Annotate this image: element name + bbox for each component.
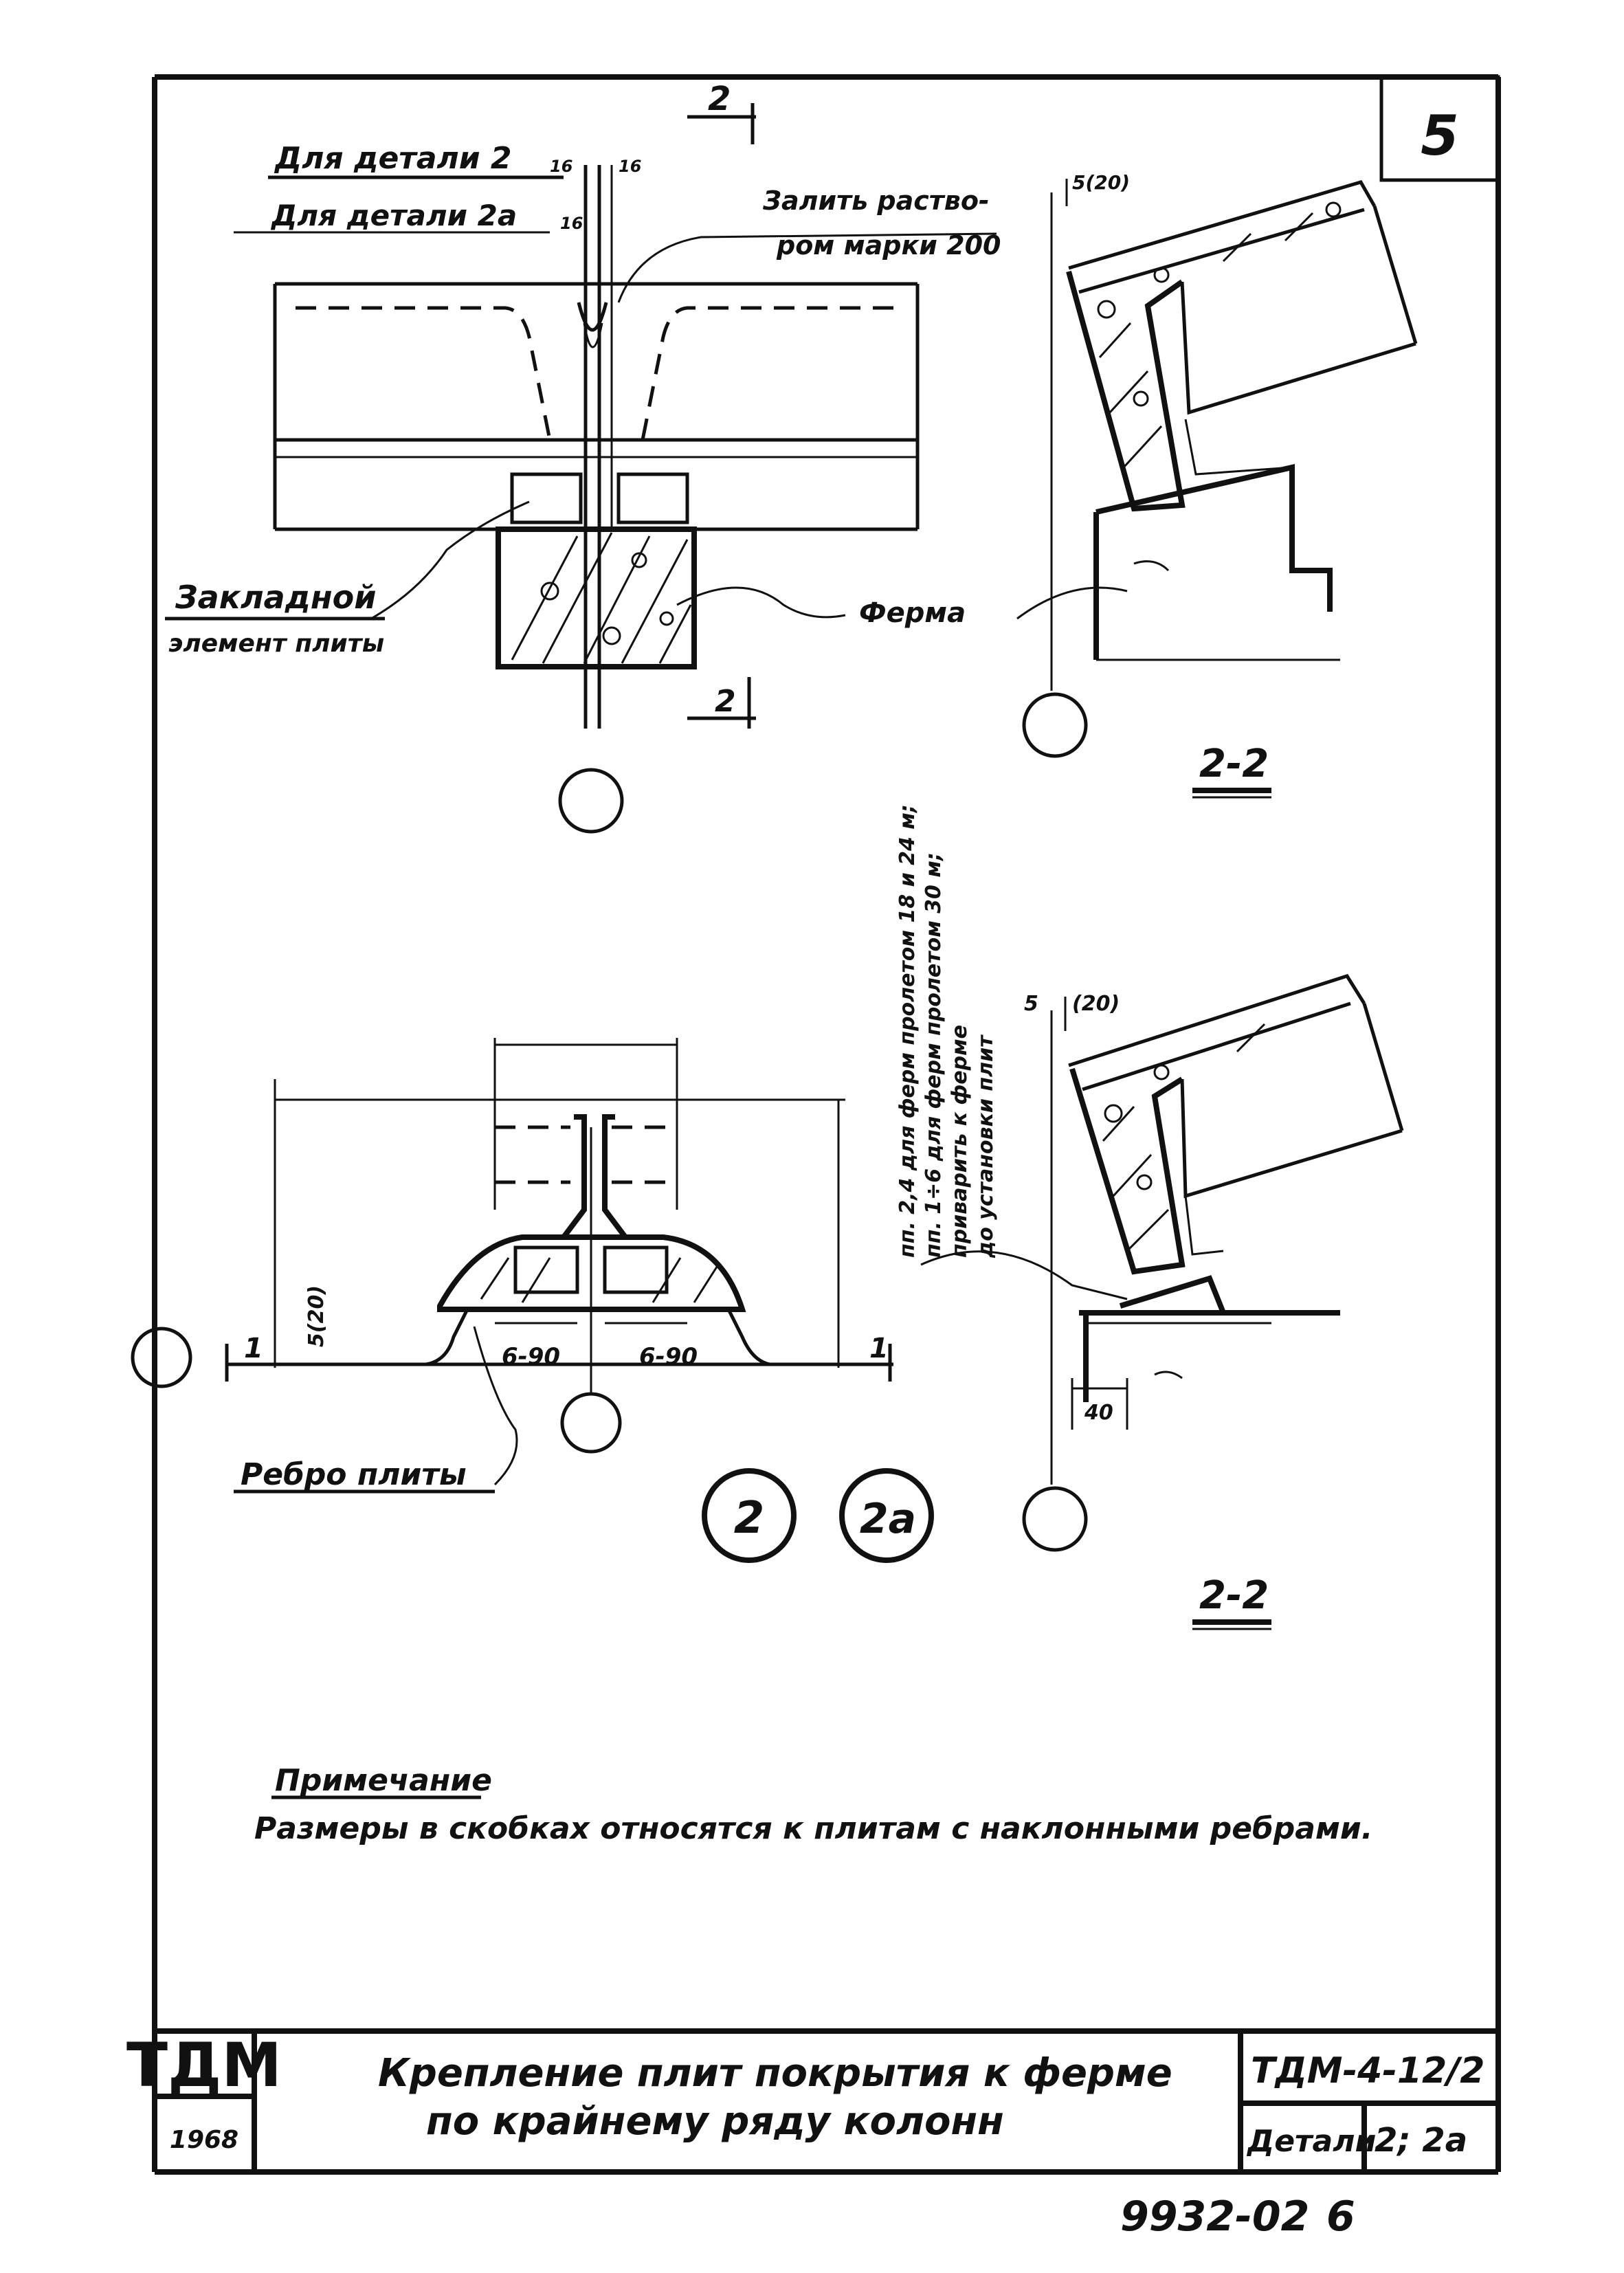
label-detail-2: Для детали 2 [274,141,512,176]
section-b-note-line2: пп. 1÷6 для ферм пролетом 30 м; [922,852,946,1258]
sheet-frame [152,74,1501,2175]
org-logo: ТДМ [126,2030,282,2100]
section-b-note: пп. 2,4 для ферм пролетом 18 и 24 м; пп.… [896,804,998,1259]
note-text: Размеры в скобках относятся к плитам с н… [254,1811,1372,1846]
section-b-note-line4: до установки плит [974,1034,998,1259]
note-title: Примечание [275,1763,492,1798]
archive-number: 9932-02 [1120,2193,1309,2241]
elevation-weld-left: 6-90 [502,1343,560,1371]
section-b-title: 2-2 [1199,1573,1269,1618]
elevation-mark-right: 1 [869,1333,889,1364]
page-number: 5 [1421,104,1459,168]
section-mark-top: 2 [708,80,731,118]
elevation-view [131,1038,893,1494]
title-block [155,2028,1498,2172]
elevation-mark-left: 1 [244,1333,263,1364]
elevation-dim-side: 5(20) [304,1285,329,1347]
detail-marker-2a: 2а [860,1495,916,1543]
embedded-label-line2: элемент плиты [168,630,384,658]
section-b-dim-bottom: 40 [1084,1401,1113,1425]
section-b-note-line3: приварить к ферме [948,1025,972,1258]
rib-label: Ребро плиты [241,1457,467,1492]
detail-marker-2: 2 [734,1493,765,1544]
embedded-label-line1: Закладной [175,579,376,616]
detail-value: 2; 2а [1375,2121,1467,2160]
plan-view [165,103,997,834]
truss-label: Ферма [859,597,966,629]
section-a-title: 2-2 [1199,742,1269,786]
series-code: ТДМ-4-12/2 [1251,2050,1484,2092]
section-a-dim: 5(20) [1072,171,1130,194]
dim-detail-2a: 16 [560,214,583,233]
section-a [1016,179,1418,799]
detail-label: Детали [1246,2124,1376,2159]
section-b-dim-right: (20) [1072,992,1120,1016]
year: 1968 [170,2126,238,2154]
section-b [920,974,1404,1630]
detail-markers [702,1468,934,1563]
dim-detail-2: 16 [550,157,572,176]
section-mark-bottom: 2 [715,684,736,719]
label-detail-2a: Для детали 2а [270,199,517,232]
elevation-weld-right: 6-90 [639,1343,698,1371]
dim-detail-2-b: 16 [619,157,641,176]
title-line2: по крайнему ряду колонн [426,2099,1004,2144]
archive-page: 6 [1326,2193,1355,2241]
weld-note-line1: Залить раство- [762,186,990,216]
section-b-note-line1: пп. 2,4 для ферм пролетом 18 и 24 м; [896,804,920,1258]
weld-note-line2: ром марки 200 [776,230,1001,260]
title-line1: Крепление плит покрытия к ферме [378,2051,1172,2096]
section-b-dim-left: 5 [1024,992,1038,1016]
